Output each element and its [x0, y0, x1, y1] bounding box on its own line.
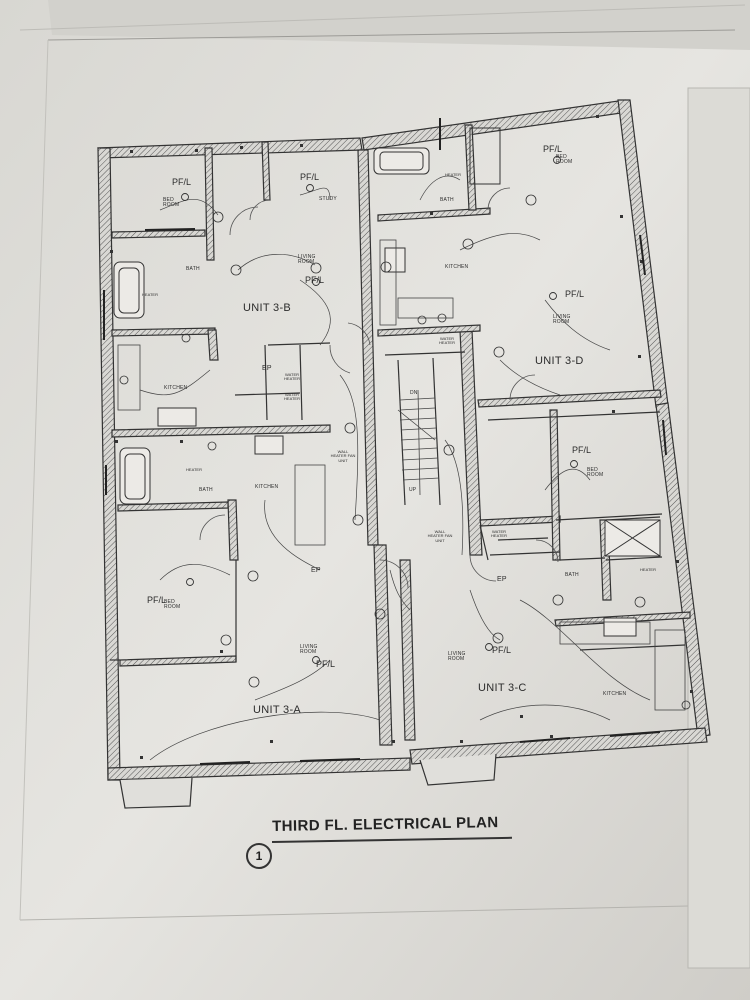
fixture-label: PF/L	[316, 659, 336, 669]
room-label-kitchen: KITCHEN	[445, 264, 469, 270]
fixture-label: PF/L	[543, 144, 563, 154]
circuit-wiring	[139, 175, 651, 761]
fixture-label: PF/L	[300, 172, 320, 182]
room-label-bed-room: BED ROOM	[587, 467, 604, 478]
panel-label-ep: EP	[262, 365, 272, 372]
room-label-living-room: LIVING ROOM	[448, 651, 466, 662]
ceiling-fixtures	[181, 156, 578, 664]
room-label-living-room: LIVING ROOM	[553, 314, 571, 325]
unit-label-3a: UNIT 3-A	[253, 704, 302, 716]
stair-label-dn: DN	[410, 390, 418, 396]
unit-label-3c: UNIT 3-C	[478, 682, 527, 694]
room-label-study: STUDY	[319, 196, 337, 202]
unit-label-3d: UNIT 3-D	[535, 355, 584, 367]
door-swings	[199, 187, 559, 589]
room-label-living-room: LIVING ROOM	[300, 644, 318, 655]
room-label-heater: HEATER	[186, 467, 202, 472]
room-label-heater: HEATER	[142, 292, 158, 297]
unit-label-3b: UNIT 3-B	[243, 302, 292, 314]
drawing-number: 1	[246, 843, 272, 869]
electrical-outlets	[119, 194, 691, 710]
stairs	[397, 389, 440, 496]
room-label-bath: BATH	[199, 487, 213, 493]
room-label-bed-room: BED ROOM	[163, 197, 180, 208]
room-label-heater: HEATER	[445, 172, 461, 177]
room-label-wall-heater: WALL HEATER FAN UNIT	[427, 529, 453, 543]
room-label-kitchen: KITCHEN	[164, 385, 188, 391]
room-label-bath: BATH	[440, 197, 454, 203]
kitchen-counters	[117, 239, 686, 711]
plumbing-fixtures	[113, 127, 661, 637]
room-label-bath: BATH	[565, 572, 579, 578]
fixture-label: PF/L	[572, 445, 592, 455]
room-label-water-heater: WATER HEATER	[284, 372, 300, 382]
fixture-label: PF/L	[172, 177, 192, 187]
room-label-water-heater: WATER HEATER	[439, 336, 455, 346]
room-label-bath: BATH	[186, 266, 200, 272]
room-label-wall-heater: WALL HEATER FAN UNIT	[330, 449, 356, 463]
panel-label-ep: EP	[311, 567, 321, 574]
wall-markers	[110, 115, 693, 759]
stair-label-up: UP	[409, 487, 417, 493]
room-label-bed-room: BED ROOM	[164, 599, 181, 610]
room-label-heater: HEATER	[640, 567, 656, 572]
room-label-living-room: LIVING ROOM	[298, 254, 316, 265]
room-label-water-heater: WATER HEATER	[284, 392, 300, 402]
fixture-label: PF/L	[147, 595, 167, 605]
room-label-kitchen: KITCHEN	[255, 484, 279, 490]
room-label-kitchen: KITCHEN	[603, 691, 627, 697]
room-label-water-heater: WATER HEATER	[491, 529, 507, 539]
fixture-label: PF/L	[492, 645, 512, 655]
panel-label-ep: EP	[497, 576, 507, 583]
fixture-label: PF/L	[565, 289, 585, 299]
windows	[103, 118, 667, 765]
fixture-label: PF/L	[305, 275, 325, 285]
floor-plan	[97, 99, 711, 809]
room-label-bed-room: BED ROOM	[556, 154, 573, 165]
